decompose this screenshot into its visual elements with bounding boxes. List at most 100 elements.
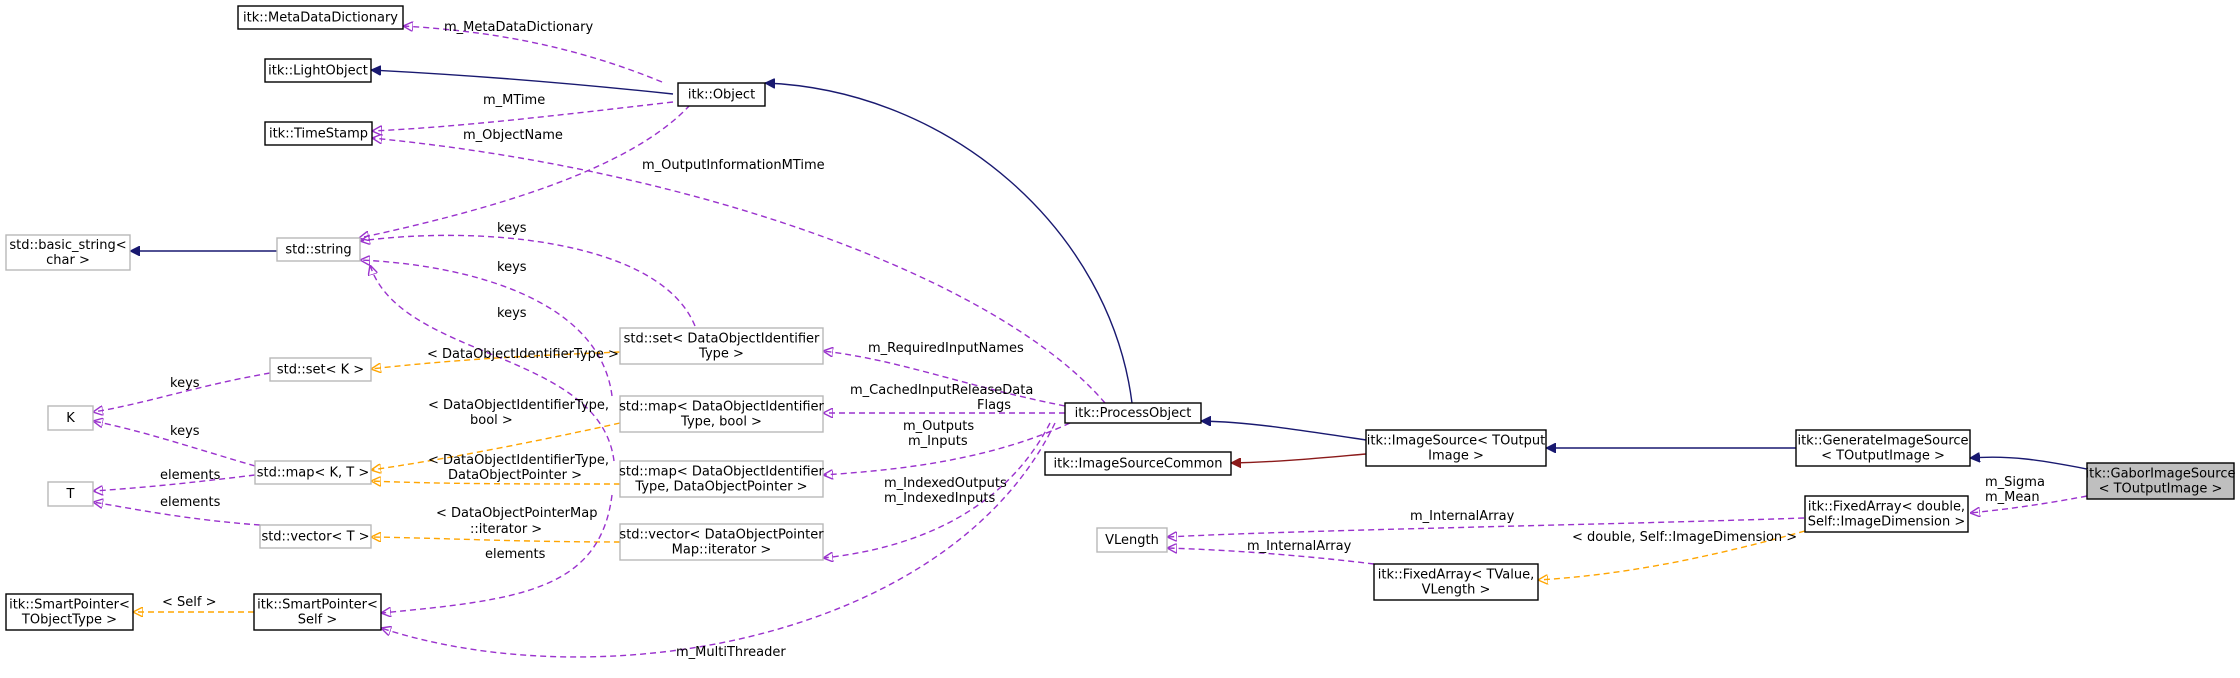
edge-label: m_Mean — [1985, 490, 2040, 505]
edge-label: < Self > — [162, 595, 217, 610]
class-node-smartpointer-tobjecttype[interactable]: itk::SmartPointer<TObjectType > — [5, 593, 134, 631]
class-label: std::map< DataObjectIdentifier — [619, 465, 824, 480]
edge-label: elements — [160, 495, 221, 510]
class-box — [269, 357, 372, 382]
class-label: Type, DataObjectPointer > — [634, 480, 807, 495]
class-node-string[interactable]: std::string — [276, 237, 361, 262]
class-label: Type, bool > — [680, 415, 762, 430]
class-label: char > — [46, 253, 90, 268]
edge-label: m_Inputs — [908, 434, 968, 449]
edge-timestamp-to-processobject: m_OutputInformationMTime — [372, 138, 1106, 404]
class-box — [619, 395, 824, 433]
class-node-lightobject[interactable]: itk::LightObject — [264, 58, 372, 83]
class-label: itk::TimeStamp — [269, 127, 368, 142]
edge-label: elements — [160, 468, 221, 483]
class-node-set-doi[interactable]: std::set< DataObjectIdentifierType > — [619, 327, 824, 365]
edge-label: m_CachedInputReleaseData — [850, 383, 1033, 398]
class-label: itk::LightObject — [268, 64, 368, 79]
edge-string-to-set-doi: keys — [360, 221, 696, 327]
edge-label: keys — [170, 424, 200, 439]
class-node-processobject[interactable]: itk::ProcessObject — [1064, 402, 1202, 424]
class-box — [1373, 563, 1539, 601]
edge-string-to-object-name: m_ObjectName — [359, 104, 691, 238]
edge-lightobject-to-object — [371, 70, 674, 95]
class-node-set-k[interactable]: std::set< K > — [269, 357, 372, 382]
class-node-imagesourcecommon[interactable]: itk::ImageSourceCommon — [1044, 451, 1232, 476]
class-label: itk::ImageSourceCommon — [1054, 457, 1223, 472]
class-node-vector-t[interactable]: std::vector< T > — [259, 524, 372, 549]
class-node-smartpointer-self[interactable]: itk::SmartPointer<Self > — [253, 593, 382, 631]
class-box — [5, 593, 134, 631]
edge-label: elements — [485, 547, 546, 562]
class-label: itk::ProcessObject — [1075, 406, 1192, 421]
node-group: itk::MetaDataDictionary itk::LightObject… — [5, 5, 2236, 631]
class-label: itk::GaborImageSource — [2086, 467, 2236, 482]
class-box — [5, 234, 131, 271]
edge-label: m_MTime — [483, 93, 545, 108]
class-label: itk::FixedArray< TValue, — [1378, 568, 1535, 583]
class-label: VLength > — [1422, 583, 1491, 598]
edge-label: m_MultiThreader — [676, 645, 786, 660]
class-node-timestamp[interactable]: itk::TimeStamp — [264, 121, 373, 146]
edge-map-doi-pointer-to-processobject: m_Outputs m_Inputs — [823, 419, 1071, 475]
edge-label: < DataObjectIdentifierType, — [428, 453, 609, 468]
class-node-basic-string[interactable]: std::basic_string<char > — [5, 234, 131, 271]
class-box — [677, 82, 766, 107]
class-box — [2086, 462, 2235, 500]
edge-vector-dop-to-processobject: m_IndexedOutputs m_IndexedInputs — [823, 422, 1051, 558]
class-box — [47, 405, 94, 431]
edge-label: bool > — [470, 413, 513, 428]
edge-vectort-to-vector-dop: < DataObjectPointerMap ::iterator > — [371, 506, 621, 543]
edge-label: m_OutputInformationMTime — [642, 158, 825, 173]
class-box — [254, 460, 372, 485]
class-box — [264, 121, 373, 146]
class-label: std::map< K, T > — [257, 466, 370, 481]
class-node-t[interactable]: T — [47, 481, 94, 507]
class-node-generateimagesource[interactable]: itk::GenerateImageSource< TOutputImage > — [1795, 429, 1971, 467]
edge-group: m_MetaDataDictionary m_MTime m_ObjectNam… — [93, 20, 2088, 660]
class-label: Image > — [1428, 449, 1484, 464]
class-box — [259, 524, 372, 549]
edge-label: < DataObjectPointerMap — [436, 506, 597, 521]
class-node-gaborimagesource[interactable]: itk::GaborImageSource< TOutputImage > — [2086, 462, 2236, 500]
class-label: Self::ImageDimension > — [1808, 515, 1966, 530]
class-node-vlength[interactable]: VLength — [1096, 527, 1168, 553]
class-box — [619, 460, 824, 498]
class-node-object[interactable]: itk::Object — [677, 82, 766, 107]
class-node-metadatadictionary[interactable]: itk::MetaDataDictionary — [237, 5, 404, 30]
edge-label: m_Sigma — [1985, 475, 2045, 490]
class-node-fixedarray-double[interactable]: itk::FixedArray< double,Self::ImageDimen… — [1804, 495, 1969, 533]
edge-label: keys — [497, 306, 527, 321]
edge-label: m_Outputs — [903, 419, 974, 434]
class-node-k[interactable]: K — [47, 405, 94, 431]
class-label: std::set< DataObjectIdentifier — [624, 332, 820, 347]
class-box — [619, 327, 824, 365]
edge-mapkt-to-map-doi-bool: < DataObjectIdentifierType, bool > — [371, 398, 621, 470]
class-label: std::set< K > — [277, 363, 364, 378]
class-box — [1365, 429, 1547, 467]
class-label: std::vector< T > — [261, 530, 369, 545]
edge-label: m_InternalArray — [1247, 539, 1352, 554]
edge-label: m_MetaDataDictionary — [444, 20, 593, 35]
class-label: VLength — [1105, 533, 1159, 548]
class-node-vector-dop[interactable]: std::vector< DataObjectPointerMap::itera… — [619, 523, 824, 561]
class-node-imagesource[interactable]: itk::ImageSource< TOutputImage > — [1365, 429, 1547, 467]
class-label: itk::MetaDataDictionary — [243, 11, 398, 26]
edge-smartpointer-template: < Self > — [133, 595, 254, 612]
class-box — [276, 237, 361, 262]
class-label: T — [66, 487, 75, 502]
edge-label: Flags — [977, 398, 1011, 413]
class-box — [264, 58, 372, 83]
edge-map-doi-bool-to-processobject: m_CachedInputReleaseData Flags — [823, 383, 1065, 413]
class-label: itk::SmartPointer< — [9, 598, 130, 613]
class-label: Type > — [698, 347, 744, 362]
class-node-map-doi-bool[interactable]: std::map< DataObjectIdentifierType, bool… — [619, 395, 825, 433]
class-node-fixedarray-tvalue[interactable]: itk::FixedArray< TValue,VLength > — [1373, 563, 1539, 601]
class-node-map-doi-pointer[interactable]: std::map< DataObjectIdentifierType, Data… — [619, 460, 825, 498]
class-label: < TOutputImage > — [1821, 449, 1945, 464]
edge-k-to-setk: keys — [93, 372, 271, 412]
class-node-map-k-t[interactable]: std::map< K, T > — [254, 460, 372, 485]
edge-label: m_RequiredInputNames — [868, 341, 1024, 356]
edge-set-doi-to-processobject: m_RequiredInputNames — [823, 341, 1066, 407]
